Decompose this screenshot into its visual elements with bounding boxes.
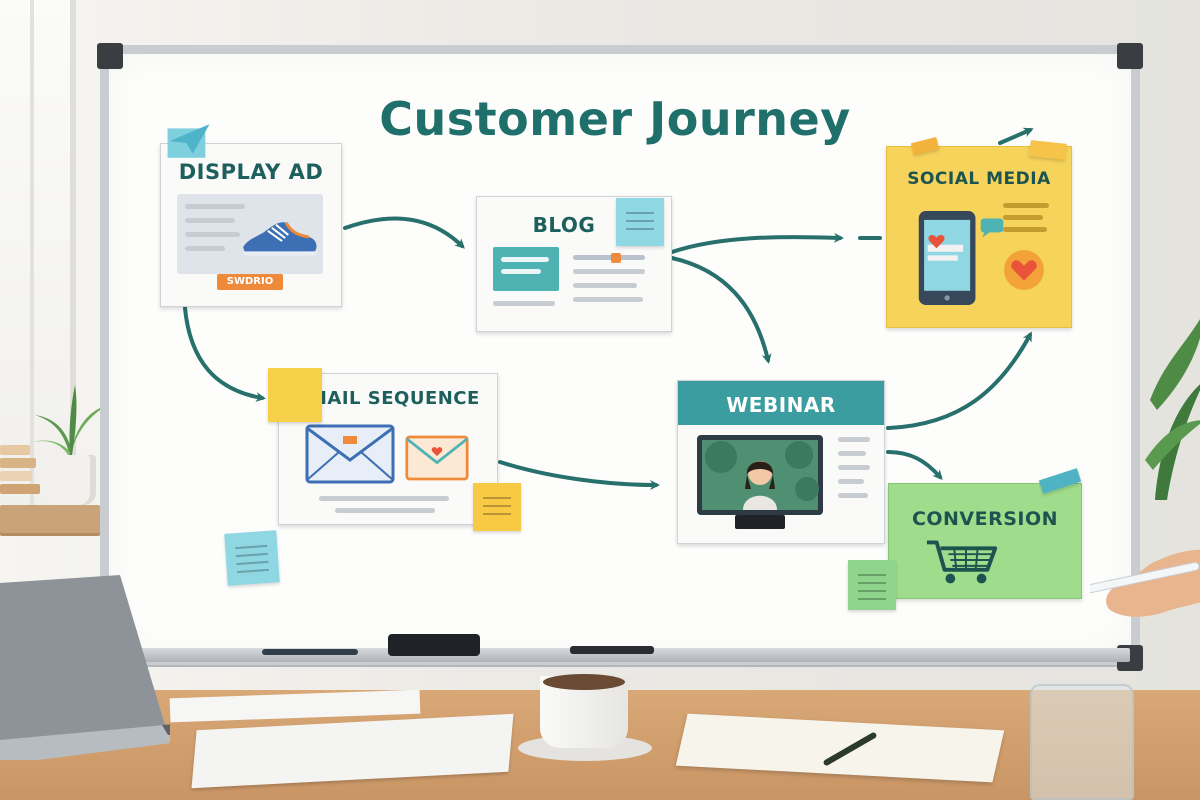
node-display-ad-label: DISPLAY AD <box>178 160 324 184</box>
sticky-note-blue <box>616 198 664 246</box>
potted-plant-right <box>1145 319 1200 500</box>
board-corner <box>1117 43 1143 69</box>
laptop-icon <box>0 575 170 760</box>
plant-pot <box>48 455 96 505</box>
sticky-note-yellow <box>268 368 322 422</box>
envelope-icon <box>405 435 469 481</box>
node-webinar-label: WEBINAR <box>726 393 836 417</box>
webinar-header <box>678 381 884 425</box>
eraser <box>388 634 480 656</box>
smartphone-icon <box>918 211 976 305</box>
sticky-note-blue <box>224 530 280 586</box>
shopping-cart-icon <box>926 540 998 584</box>
node-webinar: WEBINAR <box>677 380 885 544</box>
heart-icon <box>1004 250 1044 290</box>
shoe-icon <box>243 221 317 256</box>
coffee <box>543 674 625 690</box>
node-display-ad: DISPLAY AD SWDRIO <box>160 143 342 307</box>
blog-image-block <box>493 247 559 291</box>
node-blog: BLOG <box>476 196 672 332</box>
window-sill <box>0 505 100 533</box>
node-blog-label: BLOG <box>532 213 596 237</box>
sticky-note-yellow <box>473 483 521 531</box>
potted-plant-left <box>32 385 108 458</box>
water-glass <box>1030 684 1134 800</box>
marker <box>262 649 358 655</box>
node-conversion-label: CONVERSION <box>911 508 1059 530</box>
marker <box>570 646 654 654</box>
node-social-media-label: SOCIAL MEDIA <box>907 169 1051 189</box>
diagram-title: Customer Journey <box>379 92 851 146</box>
book-stack <box>0 445 42 507</box>
paper-plane-note <box>167 124 210 158</box>
chat-bubble-icon <box>980 218 1004 238</box>
board-corner <box>97 43 123 69</box>
marker-tray <box>140 648 1130 662</box>
video-screen-icon <box>697 435 823 529</box>
node-conversion: CONVERSION <box>888 483 1082 599</box>
hand-with-marker <box>1090 549 1200 617</box>
node-social-media: SOCIAL MEDIA <box>886 146 1072 328</box>
node-email-sequence-label: EMAIL SEQUENCE <box>296 388 480 409</box>
ad-cta-button: SWDRIO <box>217 274 283 290</box>
ad-banner <box>177 194 323 274</box>
sticky-note-green <box>848 560 896 610</box>
envelope-icon <box>305 424 395 484</box>
